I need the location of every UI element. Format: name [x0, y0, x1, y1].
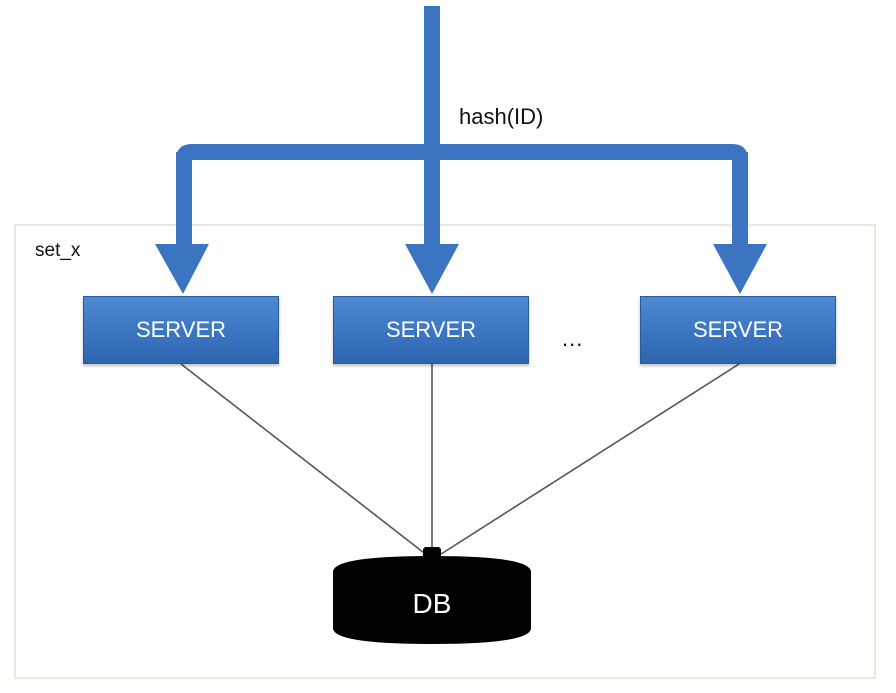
server-box-1: SERVER: [83, 296, 279, 364]
server-box-2: SERVER: [333, 296, 529, 364]
branch-left-shaft: [176, 152, 192, 244]
more-servers-ellipsis: ...: [562, 326, 584, 351]
db-cylinder: [333, 547, 531, 644]
distribution-bar: [176, 144, 748, 160]
db-body: [333, 556, 531, 644]
server-label-3: SERVER: [692, 317, 784, 342]
server-label-1: SERVER: [135, 317, 227, 342]
hash-label: hash(ID): [459, 104, 544, 129]
connector-line-server-1-db: [180, 363, 429, 557]
server-box-3: SERVER: [640, 296, 836, 364]
db-label: DB: [412, 588, 452, 619]
db-top-knob: [423, 547, 441, 559]
arrowhead-center: [405, 244, 459, 294]
hash-routing-arrows: [155, 6, 767, 294]
incoming-trunk: [424, 6, 440, 244]
arrowhead-right: [713, 244, 767, 294]
set-label: set_x: [35, 240, 81, 261]
arrowhead-left: [155, 244, 209, 294]
server-label-2: SERVER: [385, 317, 477, 342]
branch-right-shaft: [732, 152, 748, 244]
connector-line-server-3-db: [437, 363, 740, 557]
